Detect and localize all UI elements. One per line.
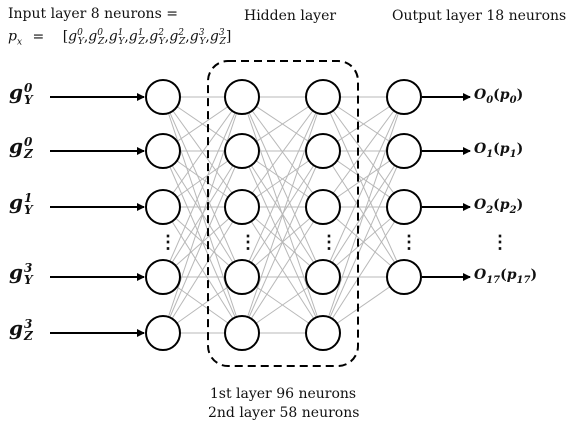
caption-first-layer: 1st layer 96 neurons — [209, 386, 357, 402]
connection-line — [162, 96, 243, 278]
neuron-node — [145, 259, 181, 295]
formula-lhs: p — [8, 28, 17, 45]
hidden-layer-box — [207, 60, 359, 367]
formula-terms: g0Y,g0Z,g1Y,g1Z,g2Y,g2Z,g3Y,g3Z — [68, 28, 226, 48]
formula-separator: , — [205, 28, 210, 45]
formula-term: g0Y — [68, 28, 84, 48]
output-label: O2(p2) — [474, 197, 524, 216]
formula-separator: , — [144, 28, 150, 45]
neuron-node — [224, 133, 260, 169]
formula-separator: , — [164, 28, 170, 45]
neuron-node — [386, 79, 422, 115]
connection-line — [322, 150, 405, 334]
formula-term: g3Z — [209, 28, 226, 48]
connection-line — [162, 96, 243, 334]
ellipsis: ⋮ — [239, 232, 257, 253]
formula-separator: , — [104, 28, 109, 45]
neuron-node — [224, 189, 260, 225]
neuron-node — [305, 133, 341, 169]
formula-term: g2Y — [149, 28, 165, 48]
formula-separator: , — [83, 28, 89, 45]
neuron-node — [305, 259, 341, 295]
connection-line — [162, 96, 243, 208]
neuron-node — [145, 315, 181, 351]
input-formula: px = [g0Y,g0Z,g1Y,g1Z,g2Y,g2Z,g3Y,g3Z] — [8, 28, 231, 47]
ellipsis: ⋮ — [400, 232, 418, 253]
connection-line — [322, 206, 405, 334]
neuron-node — [145, 133, 181, 169]
formula-separator: , — [124, 28, 129, 45]
connection-line — [241, 96, 324, 208]
connection-line — [241, 206, 324, 334]
neuron-nodes — [145, 79, 422, 351]
neuron-node — [305, 79, 341, 115]
connection-line — [322, 96, 405, 208]
connection-line — [162, 150, 243, 334]
hidden-layer-header: Hidden layer — [244, 8, 337, 24]
neuron-node — [224, 259, 260, 295]
ellipsis: ⋮ — [320, 232, 338, 253]
connection-line — [162, 206, 243, 334]
connection-line — [322, 96, 405, 334]
formula-term: g3Y — [189, 28, 206, 48]
neuron-node — [224, 315, 260, 351]
neuron-node — [386, 259, 422, 295]
neuron-node — [305, 189, 341, 225]
formula-close: ] — [225, 28, 232, 45]
formula-term: g1Z — [128, 28, 145, 48]
io-arrows — [50, 93, 471, 337]
formula-eq: = — [32, 28, 45, 45]
formula-term: g2Z — [169, 28, 186, 48]
neuron-node — [386, 189, 422, 225]
connection-line — [322, 96, 405, 278]
formula-open: [ — [62, 28, 69, 45]
neuron-node — [224, 79, 260, 115]
output-layer-header: Output layer 18 neurons — [392, 8, 566, 24]
neuron-node — [305, 315, 341, 351]
neuron-node — [386, 133, 422, 169]
output-label: O17(p17) — [474, 267, 538, 286]
caption-second-layer: 2nd layer 58 neurons — [208, 405, 360, 421]
neuron-node — [145, 79, 181, 115]
connection-line — [241, 96, 324, 278]
formula-term: g0Z — [88, 28, 105, 48]
output-label: O0(p0) — [474, 87, 524, 106]
connection-lines — [162, 96, 405, 334]
formula-separator: , — [185, 28, 190, 45]
formula-term: g1Y — [108, 28, 125, 48]
network-diagram — [50, 60, 471, 367]
output-label: O1(p1) — [474, 141, 524, 160]
ellipsis: ⋮ — [491, 232, 509, 253]
connection-line — [241, 150, 324, 334]
neuron-node — [145, 189, 181, 225]
formula-lhs-sub: x — [16, 37, 23, 48]
connection-line — [241, 96, 324, 334]
ellipsis: ⋮ — [159, 232, 177, 253]
input-layer-header: Input layer 8 neurons = — [8, 6, 178, 22]
